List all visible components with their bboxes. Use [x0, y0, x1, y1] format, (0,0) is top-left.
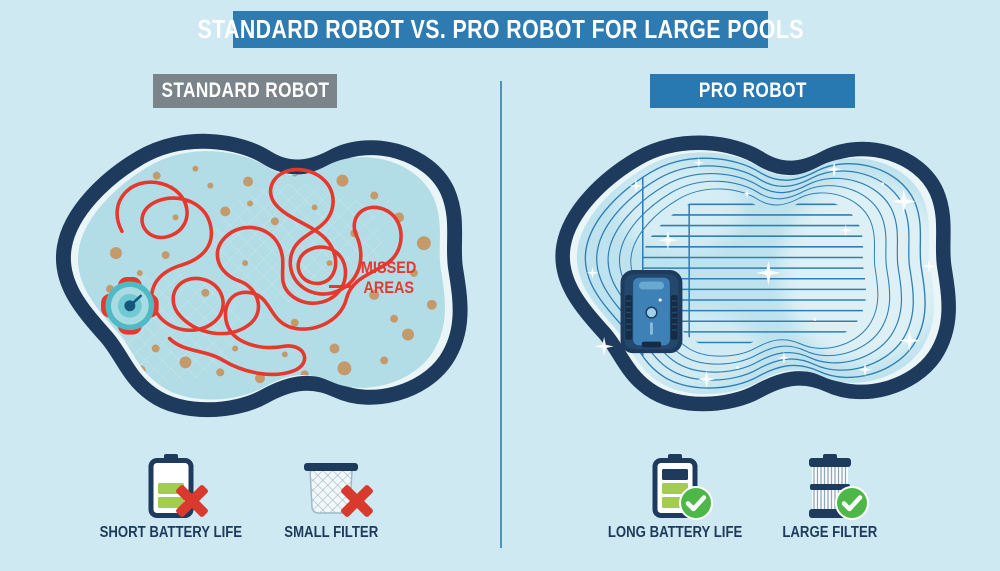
x-mark-icon [341, 485, 373, 517]
pro-robot-header: PRO ROBOT [650, 74, 855, 108]
divider-line [500, 81, 502, 548]
feature-label: SHORT BATTERY LIFE [99, 524, 243, 541]
standard-pool-illustration [42, 124, 474, 422]
feature-short-battery-life: SHORT BATTERY LIFE [96, 450, 246, 542]
sparkles [586, 157, 936, 388]
missed-areas-pointer-line [329, 285, 354, 288]
feature-large-filter: LARGE FILTER [755, 450, 905, 542]
title-banner-text: STANDARD ROBOT VS. PRO ROBOT FOR LARGE P… [197, 14, 804, 44]
standard-robot-header: STANDARD ROBOT [153, 74, 337, 108]
check-mark-icon [679, 486, 713, 520]
missed-areas-label: MISSED AREAS [350, 258, 428, 298]
feature-long-battery-life: LONG BATTERY LIFE [600, 450, 750, 542]
pro-pool-illustration [536, 126, 968, 416]
check-mark-icon [835, 486, 869, 520]
pro-robot-icon [620, 270, 683, 354]
feature-label: SMALL FILTER [284, 524, 378, 541]
feature-label: LONG BATTERY LIFE [607, 524, 743, 541]
messy-cleaning-path [115, 167, 403, 377]
title-banner: STANDARD ROBOT VS. PRO ROBOT FOR LARGE P… [197, 11, 803, 48]
standard-robot-header-text: STANDARD ROBOT [160, 79, 330, 102]
feature-small-filter: SMALL FILTER [256, 450, 406, 542]
feature-label: LARGE FILTER [782, 524, 878, 541]
missed-areas-line2: AREAS [363, 278, 415, 297]
mesh-net-filter-icon [304, 463, 358, 514]
missed-areas-line1: MISSED [361, 258, 417, 277]
pro-robot-header-text: PRO ROBOT [698, 79, 807, 102]
standard-robot-icon [101, 276, 159, 335]
x-mark-icon [176, 485, 208, 517]
dirt-spots [106, 165, 437, 384]
